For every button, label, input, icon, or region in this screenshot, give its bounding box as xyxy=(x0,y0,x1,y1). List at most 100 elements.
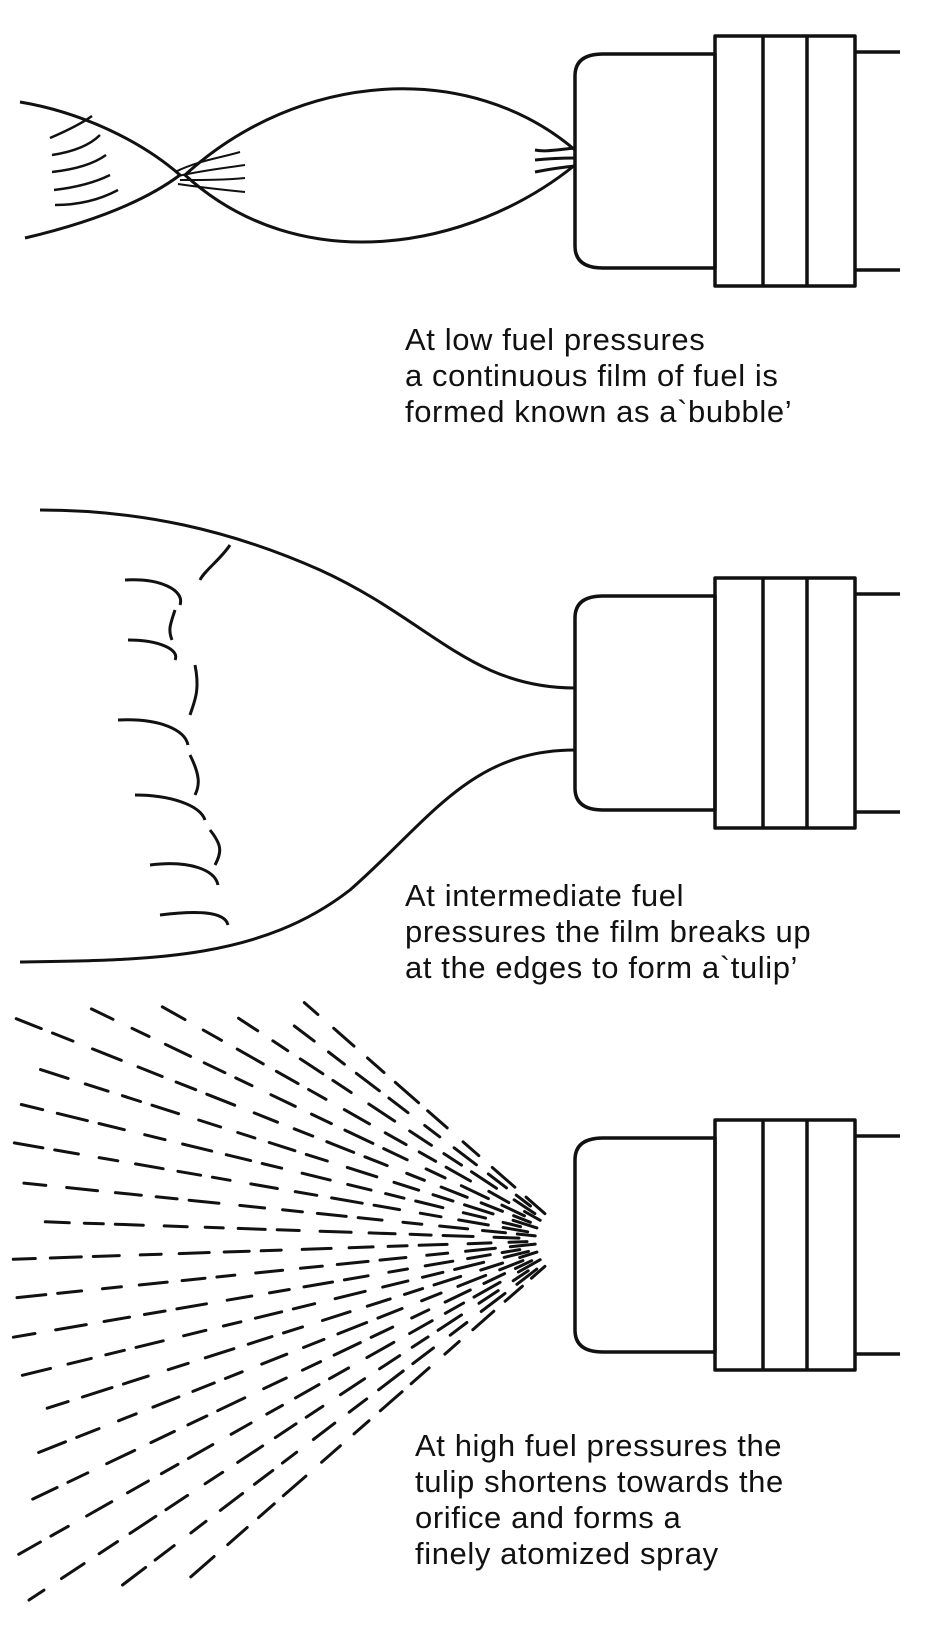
spray-droplet xyxy=(502,1249,530,1259)
spray-droplet xyxy=(17,1540,42,1556)
spray-droplet xyxy=(342,1108,371,1126)
spray-droplet xyxy=(201,1028,223,1042)
spray-droplet xyxy=(66,1471,90,1484)
spray-droplet xyxy=(120,1094,142,1103)
spray-droplet xyxy=(267,1141,297,1153)
spray-droplet xyxy=(501,1220,523,1229)
spray-droplet xyxy=(507,1240,529,1244)
spray-droplet xyxy=(378,1256,408,1262)
spray-droplet xyxy=(426,1109,449,1130)
spray-droplet xyxy=(452,1146,478,1167)
spray-droplet xyxy=(386,1244,409,1248)
spray-droplet xyxy=(423,1123,442,1139)
spray-droplet xyxy=(149,1429,176,1445)
spray-droplet xyxy=(470,1170,498,1190)
spray-droplet xyxy=(22,1181,48,1187)
spray-droplet xyxy=(378,1390,404,1413)
spray-droplet xyxy=(501,1226,530,1234)
spray-droplet xyxy=(260,1352,289,1366)
spray-droplet xyxy=(11,1257,37,1261)
spray-droplet xyxy=(328,1366,351,1381)
spray-droplet xyxy=(336,1321,369,1336)
spray-droplet xyxy=(457,1218,490,1227)
spray-droplet xyxy=(105,1448,137,1466)
spray-droplet xyxy=(292,1024,316,1043)
spray-droplet xyxy=(515,1267,539,1286)
spray-droplet xyxy=(333,1289,367,1301)
spray-droplet xyxy=(60,1562,86,1580)
spray-droplet xyxy=(102,1315,132,1323)
spray-droplet xyxy=(500,1248,522,1255)
spray-droplet xyxy=(511,1269,530,1283)
spray-droplet xyxy=(53,1148,80,1156)
caption-line: a continuous film of fuel is xyxy=(405,358,779,393)
spray-droplet xyxy=(51,1031,75,1043)
spray-droplet xyxy=(482,1272,507,1285)
spray-droplet xyxy=(226,1526,249,1547)
spray-droplet xyxy=(104,1348,126,1357)
spray-droplet xyxy=(101,1285,123,1291)
spray-droplet xyxy=(304,1404,325,1419)
spray-droplet xyxy=(461,1140,481,1158)
spray-droplet xyxy=(424,1167,447,1180)
spray-droplet xyxy=(181,1142,214,1153)
spray-droplet xyxy=(280,1450,299,1465)
spray-droplet xyxy=(486,1172,509,1190)
spray-droplet xyxy=(342,1274,370,1282)
spray-droplet xyxy=(180,1276,207,1283)
spray-droplet xyxy=(325,1140,356,1154)
spray-droplet xyxy=(408,1232,433,1237)
spray-droplet xyxy=(237,1016,260,1033)
spray-droplet xyxy=(19,1103,45,1112)
spray-droplet xyxy=(354,1071,381,1093)
spray-droplet xyxy=(414,1199,445,1210)
spray-droplet xyxy=(224,1153,253,1163)
spray-droplet xyxy=(518,1250,539,1260)
spray-droplet xyxy=(511,1218,539,1230)
spray-droplet xyxy=(347,1397,369,1414)
spray-droplet xyxy=(436,1313,463,1332)
spray-droplet xyxy=(186,1443,215,1460)
spray-droplet xyxy=(438,1224,470,1231)
spray-droplet xyxy=(236,1226,267,1231)
spray-droplet xyxy=(500,1203,526,1218)
spray-droplet xyxy=(369,1325,395,1339)
spray-droplet xyxy=(281,1474,308,1498)
spray-droplet xyxy=(187,1198,221,1205)
spray-droplet xyxy=(332,1026,356,1048)
caption-line: orifice and forms a xyxy=(415,1500,682,1535)
spray-droplet xyxy=(189,1519,208,1535)
spray-droplet xyxy=(327,1050,346,1066)
caption-line: At intermediate fuel xyxy=(405,878,685,913)
spray-droplet xyxy=(37,1440,67,1454)
spray-droplet xyxy=(405,1171,426,1182)
spray-droplet xyxy=(311,1421,337,1441)
spray-droplet xyxy=(466,1253,492,1261)
panel-bubble-drawing xyxy=(19,34,902,288)
spray-droplet xyxy=(420,1291,443,1303)
spray-droplet xyxy=(321,1310,352,1322)
caption-spray: At high fuel pressures the tulip shorten… xyxy=(415,1428,784,1572)
spray-droplet xyxy=(249,1182,279,1190)
caption-line: tulip shortens towards the xyxy=(415,1464,784,1499)
spray-droplet xyxy=(45,1400,70,1410)
spray-droplet xyxy=(331,1078,353,1094)
spray-droplet xyxy=(294,1383,321,1400)
spray-droplet xyxy=(174,1080,198,1092)
spray-droplet xyxy=(117,1412,138,1423)
spray-droplet xyxy=(203,1225,225,1230)
spray-droplet xyxy=(254,1268,285,1275)
spray-droplet xyxy=(235,1047,265,1066)
spray-droplet xyxy=(143,1133,167,1142)
spray-droplet xyxy=(80,1386,114,1399)
spray-droplet xyxy=(160,1005,187,1022)
spray-droplet xyxy=(20,1366,52,1377)
spray-droplet xyxy=(408,1319,434,1335)
spray-droplet xyxy=(82,1221,105,1226)
spray-droplet xyxy=(275,1228,301,1232)
caption-line: At high fuel pressures the xyxy=(415,1428,783,1463)
spray-droplet xyxy=(97,1540,119,1556)
caption-line: At low fuel pressures xyxy=(405,322,706,357)
spray-droplet xyxy=(335,1259,370,1266)
spray-droplet xyxy=(151,1395,181,1409)
